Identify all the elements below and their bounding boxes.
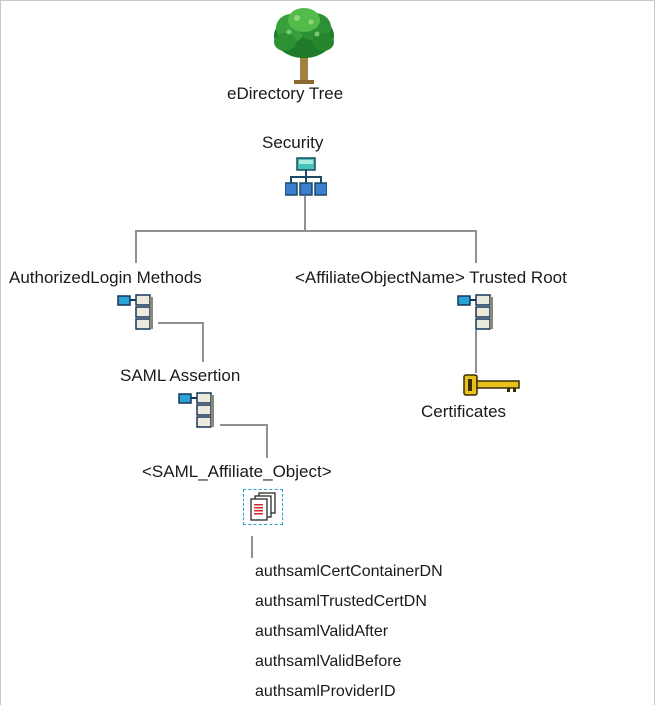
saml-assertion-label: SAML Assertion — [120, 366, 241, 385]
affiliate-object-label: <SAML_Affiliate_Object> — [142, 462, 332, 481]
connector-login-horizontal — [158, 322, 204, 324]
document-stack-icon — [250, 492, 276, 521]
attribute-item: authsamlProviderID — [255, 683, 396, 700]
connector-security-down — [304, 196, 306, 231]
connector-horizontal-branch — [135, 230, 477, 232]
tree-label: eDirectory Tree — [227, 84, 344, 103]
security-org-icon — [285, 157, 327, 196]
attribute-item: authsamlCertContainerDN — [255, 563, 443, 580]
attribute-item: authsamlTrustedCertDN — [255, 593, 427, 610]
container-icon — [178, 392, 214, 428]
tree-icon — [274, 8, 334, 84]
certificates-label: Certificates — [421, 402, 507, 421]
frame-left-border — [0, 0, 1, 705]
affiliate-object-selection[interactable] — [243, 489, 283, 525]
frame-top-border — [0, 0, 654, 1]
security-label: Security — [262, 133, 324, 152]
attribute-item: authsamlValidBefore — [255, 653, 402, 670]
attribute-item: authsamlValidAfter — [255, 623, 389, 640]
container-icon — [117, 294, 153, 330]
trusted-root-label: <AffiliateObjectName> Trusted Root — [295, 268, 567, 287]
login-methods-label: AuthorizedLogin Methods — [9, 268, 202, 287]
connector-login-to-saml — [202, 322, 204, 362]
connector-trusted-to-certificates — [475, 330, 477, 373]
connector-to-trusted-root — [475, 230, 477, 263]
connector-saml-horizontal — [220, 424, 268, 426]
key-icon — [463, 374, 520, 396]
container-icon — [457, 294, 493, 330]
connector-saml-to-affiliate — [266, 424, 268, 458]
connector-to-login-methods — [135, 230, 137, 263]
connector-affiliate-attributes — [251, 536, 253, 558]
